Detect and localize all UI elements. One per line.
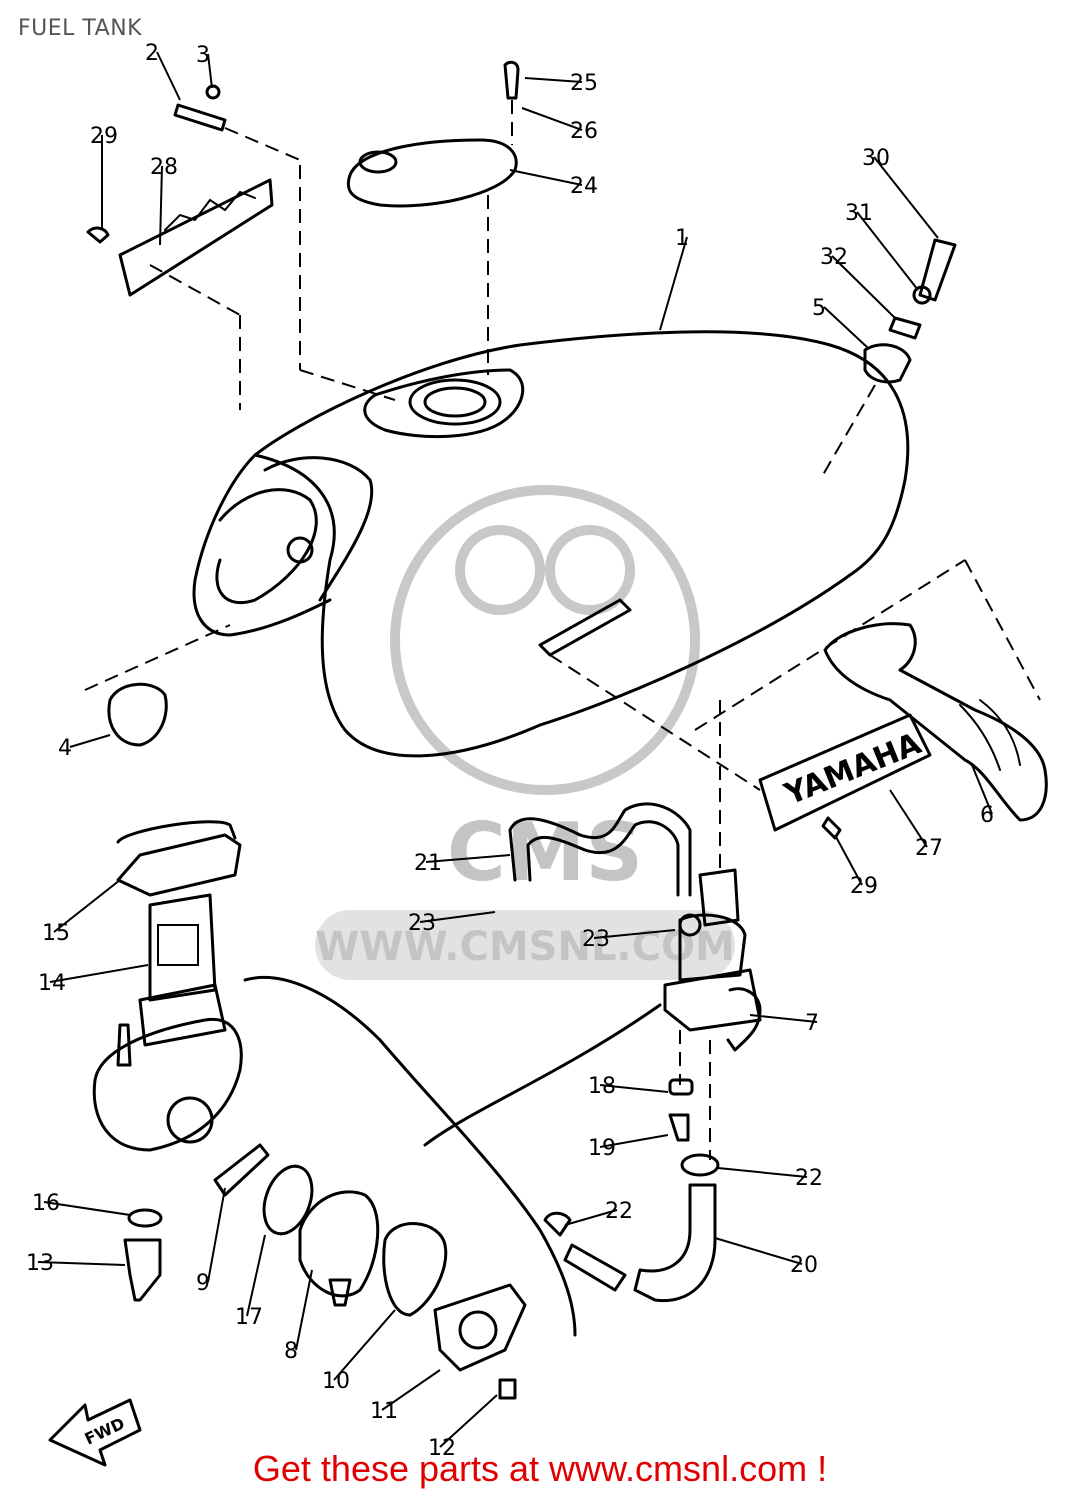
callout-leader-c15	[53, 879, 121, 933]
callout-leader-c4	[69, 734, 111, 748]
callout-leader-c27	[889, 789, 928, 848]
callout-leader-c9	[207, 1187, 226, 1283]
callout-leader-c30	[873, 156, 939, 239]
knee-pad	[694, 559, 1048, 822]
callout-label-c25: 25	[570, 71, 598, 96]
callout-label-c10: 10	[322, 1369, 350, 1394]
callout-label-c12: 12	[428, 1436, 456, 1461]
callout-leader-c13	[37, 1261, 126, 1266]
callout-label-c13: 13	[26, 1251, 54, 1276]
callout-leader-c23b	[593, 929, 676, 939]
callout-label-c17: 17	[235, 1305, 263, 1330]
callout-label-c30: 30	[862, 146, 890, 171]
callout-label-c15: 15	[42, 921, 70, 946]
page-title: FUEL TANK	[18, 16, 143, 41]
callout-leader-c19	[599, 1134, 669, 1148]
callout-label-c29b: 29	[850, 874, 878, 899]
watermark-goggle-right	[545, 525, 635, 615]
callout-leader-c5	[823, 306, 869, 349]
fuel-hose-upper	[508, 802, 692, 897]
callout-leader-c6	[971, 764, 993, 815]
callout-leader-c25	[524, 77, 583, 83]
watermark: CMS WWW.CMSNL.COM	[315, 485, 735, 980]
callout-leader-c20	[714, 1237, 803, 1265]
callout-leader-c1	[659, 236, 688, 331]
callout-leader-c7	[749, 1014, 818, 1023]
callout-label-c29a: 29	[90, 124, 118, 149]
callout-label-c6: 6	[980, 803, 994, 828]
fuel-tap-left	[92, 820, 527, 1400]
callout-leader-c21	[425, 854, 511, 863]
callout-leader-c32	[831, 255, 896, 319]
callout-leader-c8	[295, 1269, 313, 1351]
footer-parts-link[interactable]: Get these parts at www.cmsnl.com !	[252, 1448, 828, 1489]
callout-label-c27: 27	[915, 836, 943, 861]
callout-leader-c28	[159, 165, 163, 246]
callout-label-c7: 7	[805, 1011, 819, 1036]
callout-label-c24: 24	[570, 174, 598, 199]
callout-label-c20: 20	[790, 1253, 818, 1278]
callout-leader-c22a	[717, 1167, 808, 1178]
watermark-goggle-left	[455, 525, 545, 615]
callout-leaders	[37, 51, 993, 1448]
fuel-tank-body	[192, 330, 910, 758]
callout-leader-c24	[509, 169, 583, 186]
callout-leader-c3	[207, 53, 213, 89]
callout-leader-c17	[246, 1234, 266, 1317]
callout-label-c19: 19	[588, 1136, 616, 1161]
callout-leader-c26	[521, 107, 583, 131]
assembly-guide-line	[243, 976, 577, 1337]
callout-leader-c12	[439, 1394, 498, 1448]
callout-label-c22b: 22	[605, 1199, 633, 1224]
callout-label-c31: 31	[845, 201, 873, 226]
callout-label-c1: 1	[675, 226, 689, 251]
callout-label-c16: 16	[32, 1191, 60, 1216]
callout-label-c22a: 22	[795, 1166, 823, 1191]
callout-leader-c31	[856, 211, 919, 291]
callout-label-c21: 21	[414, 851, 442, 876]
callout-label-c26: 26	[570, 119, 598, 144]
small-parts-right	[543, 1078, 720, 1303]
callout-label-c8: 8	[284, 1339, 298, 1364]
callout-label-c2: 2	[145, 41, 159, 66]
watermark-url-pill	[315, 910, 735, 980]
callout-leader-c22b	[564, 1209, 618, 1226]
callout-label-c4: 4	[58, 736, 72, 761]
callout-leader-c2	[156, 51, 181, 101]
callout-label-c9: 9	[196, 1271, 210, 1296]
callout-label-c32: 32	[820, 245, 848, 270]
fuel-tap-right	[663, 868, 762, 1160]
callout-label-c18: 18	[588, 1074, 616, 1099]
watermark-helmet-outline	[390, 485, 700, 795]
callout-label-c23b: 23	[582, 927, 610, 952]
callout-leader-c11	[381, 1369, 441, 1411]
callout-leader-c23a	[419, 911, 496, 923]
callout-label-c23a: 23	[408, 911, 436, 936]
callout-label-c3: 3	[196, 43, 210, 68]
callout-leader-c29b	[834, 834, 863, 886]
callout-leader-c16	[43, 1201, 131, 1216]
callout-label-c11: 11	[370, 1399, 398, 1424]
callout-leader-c10	[333, 1309, 396, 1381]
tap-guide-line	[423, 1003, 662, 1147]
callout-label-c5: 5	[812, 296, 826, 321]
callout-leader-c14	[49, 964, 149, 983]
tank-cap	[84, 624, 231, 747]
callout-label-c14: 14	[38, 971, 66, 996]
top-parts	[86, 60, 957, 481]
callout-label-c28: 28	[150, 155, 178, 180]
callout-leader-c18	[599, 1084, 669, 1093]
